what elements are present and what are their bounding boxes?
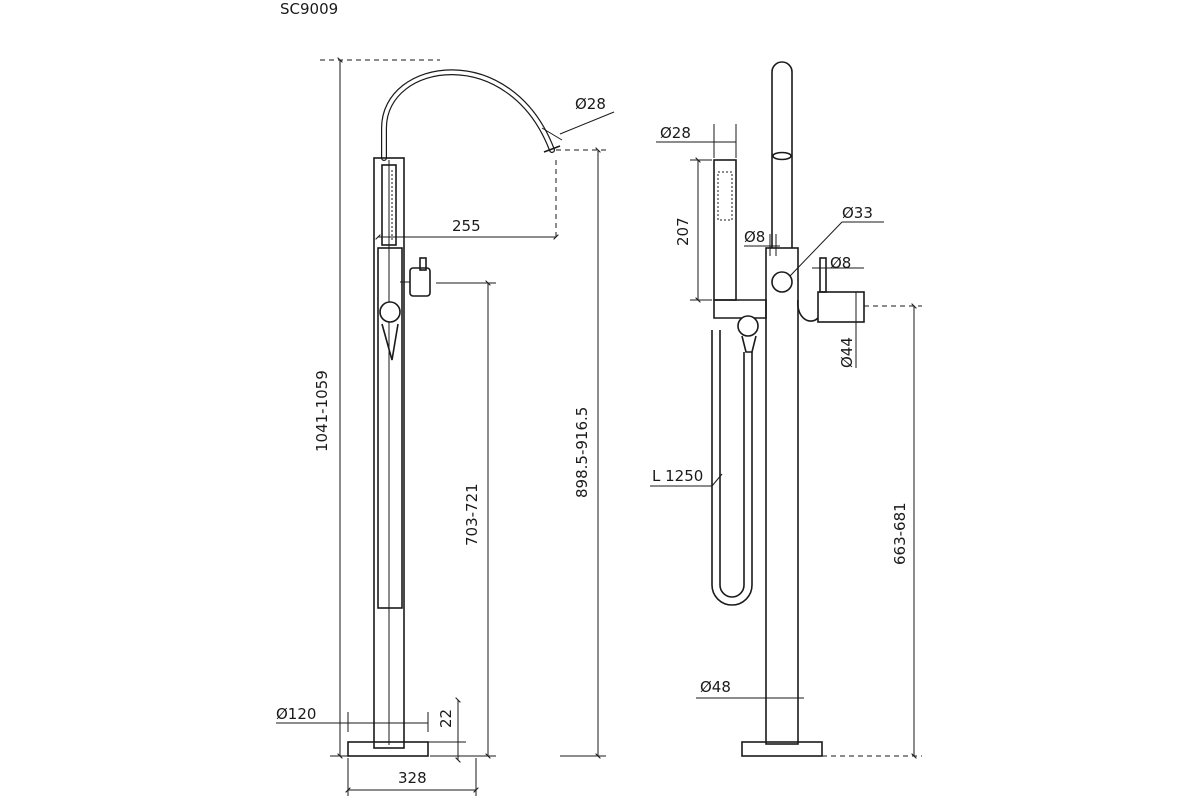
dim-body-dia: Ø33 <box>842 204 873 222</box>
dim-reach: 255 <box>452 217 481 235</box>
shower-holder <box>713 299 767 319</box>
mixer-body <box>377 247 403 609</box>
dim-column-dia: Ø48 <box>700 678 731 696</box>
dim-hand-shower-dia: Ø28 <box>660 124 691 142</box>
dim-footprint: 328 <box>398 769 427 787</box>
column <box>373 157 405 749</box>
dim-hose-len: L 1250 <box>652 467 703 485</box>
lever <box>409 267 431 297</box>
dim-base-thickness: 22 <box>437 709 455 728</box>
front-view: Ø28 207 Ø8 Ø33 Ø8 Ø44 L 1250 Ø48 <box>650 61 922 759</box>
dim-spout-height: 898.5-916.5 <box>573 407 591 498</box>
dim-hand-shower-len: 207 <box>674 217 692 246</box>
front-hand-shower <box>713 159 737 301</box>
shower-hose <box>719 330 745 598</box>
spout-ring <box>772 151 792 161</box>
front-column <box>765 247 799 745</box>
dim-base-dia: Ø120 <box>276 705 316 723</box>
side-view: Ø28 255 1041-1059 703-721 898.5-916.5 Ø1… <box>276 57 615 796</box>
mixer-circle <box>771 271 793 293</box>
front-base-plate <box>741 741 823 757</box>
hand-shower <box>381 164 397 246</box>
holder-knob <box>379 301 401 323</box>
dim-lever-dia: Ø8 <box>830 254 851 272</box>
dim-spout-dia: Ø28 <box>575 95 606 113</box>
base-plate <box>347 741 429 757</box>
spout-gooseneck <box>381 69 561 161</box>
dim-handle-height: 703-721 <box>463 483 481 546</box>
spout-front <box>771 61 793 248</box>
front-mixer <box>817 291 865 323</box>
dim-mixer-height: 663-681 <box>891 502 909 565</box>
drawing-title: SC9009 <box>280 0 338 18</box>
dim-holder-dia: Ø8 <box>744 228 765 246</box>
dim-mixer-dia: Ø44 <box>838 337 856 368</box>
dim-total-height: 1041-1059 <box>313 370 331 452</box>
